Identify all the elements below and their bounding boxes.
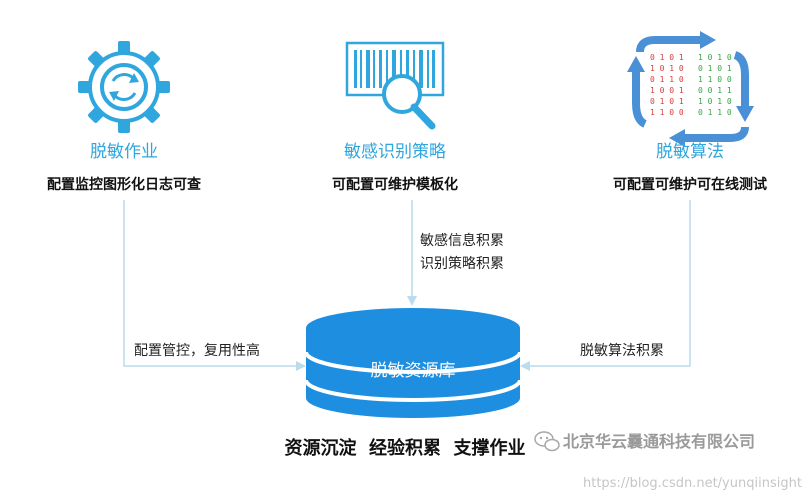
svg-text:0 1 0 1: 0 1 0 1 bbox=[698, 64, 732, 73]
flow-label-right: 脱敏算法积累 bbox=[580, 343, 664, 359]
svg-text:0 1 1 0: 0 1 1 0 bbox=[650, 75, 684, 84]
svg-text:0 1 0 1: 0 1 0 1 bbox=[650, 97, 684, 106]
flow-label-left: 配置管控，复用性高 bbox=[134, 342, 260, 359]
svg-text:1 1 0 0: 1 1 0 0 bbox=[698, 75, 732, 84]
svg-text:1 1 0 0: 1 1 0 0 bbox=[650, 108, 684, 117]
module-title-recognition-policy: 敏感识别策略 bbox=[344, 142, 446, 162]
svg-text:1 0 1 0: 1 0 1 0 bbox=[698, 53, 732, 62]
svg-text:0 1 1 0: 0 1 1 0 bbox=[698, 108, 732, 117]
connector-middle bbox=[407, 200, 417, 306]
connector-left bbox=[123, 200, 306, 371]
module-caption-masking-algorithm: 可配置可维护可在线测试 bbox=[613, 176, 767, 193]
module-caption-masking-job: 配置监控图形化日志可查 bbox=[47, 176, 202, 193]
flow-label-middle-1: 敏感信息积累 bbox=[420, 232, 504, 249]
watermark-url: https://blog.csdn.net/yunqiinsight bbox=[583, 476, 802, 491]
module-caption-recognition-policy: 可配置可维护模板化 bbox=[332, 176, 458, 193]
module-title-masking-job: 脱敏作业 bbox=[90, 142, 158, 162]
binary-cycle-icon: 0 1 0 1 1 0 1 0 0 1 1 0 1 0 0 1 0 1 0 1 … bbox=[627, 31, 754, 147]
connector-right bbox=[520, 200, 691, 371]
database-icon bbox=[304, 308, 522, 418]
svg-text:1 0 1 0: 1 0 1 0 bbox=[650, 64, 684, 73]
barcode-magnifier-icon bbox=[345, 41, 445, 130]
gear-icon bbox=[78, 41, 170, 133]
module-title-masking-algorithm: 脱敏算法 bbox=[656, 142, 724, 162]
wechat-icon bbox=[534, 431, 560, 452]
svg-text:1 0 1 0: 1 0 1 0 bbox=[698, 97, 732, 106]
watermark-company: 北京华云曩通科技有限公司 bbox=[563, 432, 755, 451]
database-label: 脱敏资源库 bbox=[371, 361, 456, 381]
svg-text:0 0 1 1: 0 0 1 1 bbox=[698, 86, 732, 95]
svg-text:0 1 0 1: 0 1 0 1 bbox=[650, 53, 684, 62]
flow-label-middle-2: 识别策略积累 bbox=[420, 255, 504, 272]
svg-text:1 0 0 1: 1 0 0 1 bbox=[650, 86, 684, 95]
bottom-summary: 资源沉淀 经验积累 支撑作业 bbox=[284, 437, 525, 459]
